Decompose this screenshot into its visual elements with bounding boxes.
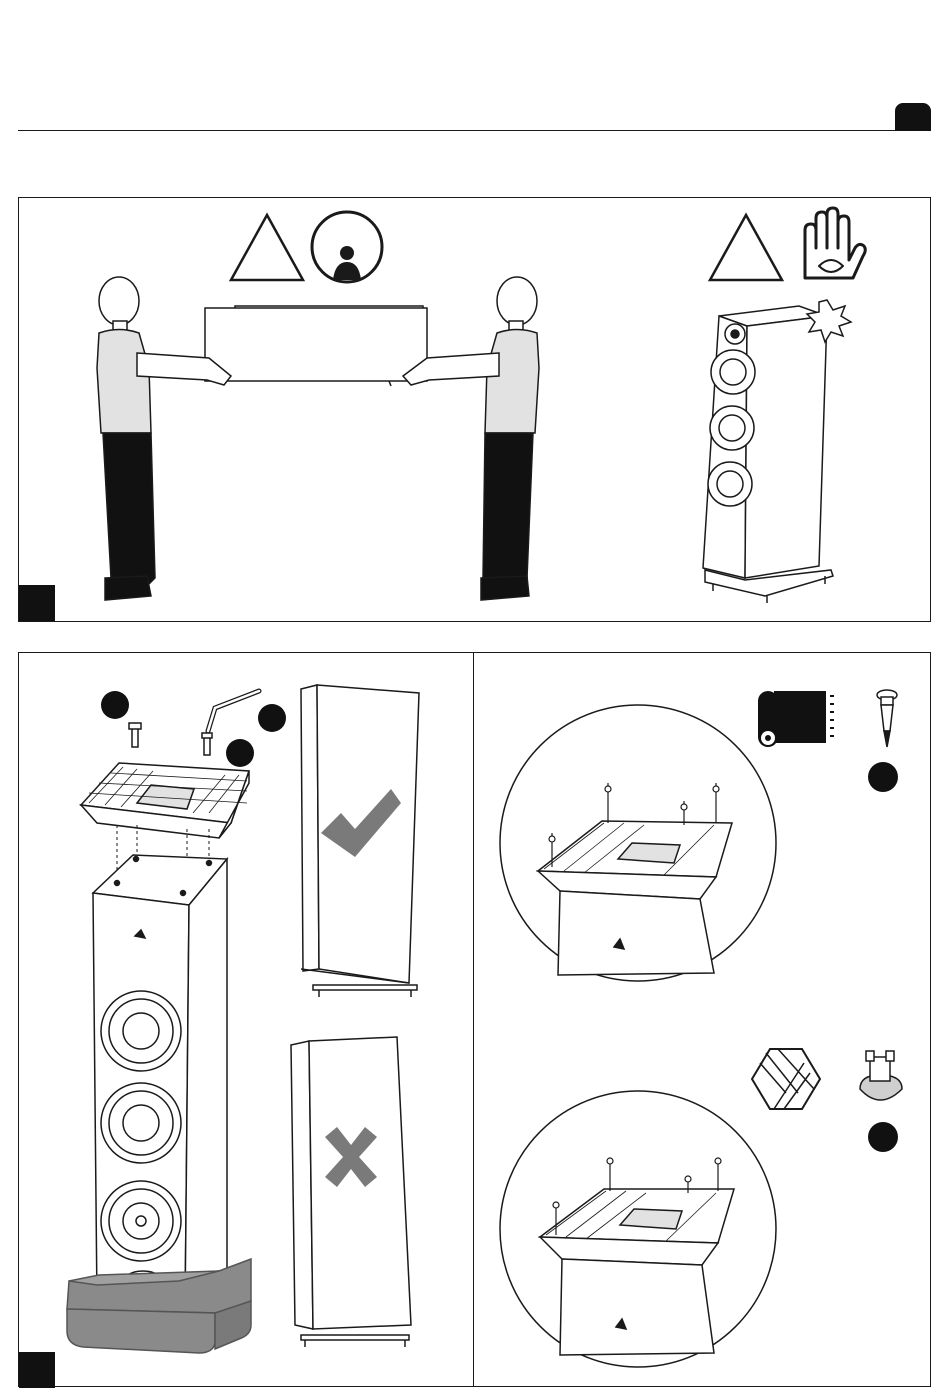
handling-panel	[18, 197, 931, 622]
speaker-box	[205, 306, 427, 386]
hard-floor-detail-circle	[500, 1091, 776, 1367]
base-plinth-top	[81, 763, 249, 838]
speaker-tower	[93, 855, 227, 1313]
carpet-roll-icon	[758, 691, 834, 747]
two-person-lift-icon	[312, 212, 382, 282]
handling-illustration	[19, 198, 930, 621]
floor-options-panel	[473, 652, 931, 1387]
warning-triangle-icon	[231, 215, 303, 280]
spike-icon	[877, 690, 897, 747]
header-rule	[18, 130, 930, 131]
assembly-illustration	[19, 653, 473, 1386]
step-marker-1	[19, 585, 55, 621]
page-number-tab	[895, 103, 931, 131]
callout-c	[226, 739, 254, 767]
incorrect-side-view	[291, 1037, 411, 1347]
callout-b	[258, 704, 286, 732]
callout-d	[868, 762, 898, 792]
step-marker-2	[19, 1352, 55, 1388]
rubber-pad-icon	[860, 1051, 902, 1100]
callout-e	[868, 1122, 898, 1152]
callout-a	[101, 691, 129, 719]
floor-options-illustration	[474, 653, 930, 1386]
base-plinth-bottom	[67, 1259, 251, 1353]
parquet-floor-icon	[752, 1049, 820, 1109]
tower-speaker	[703, 306, 833, 603]
carpet-detail-circle	[500, 705, 776, 981]
hand-no-touch-icon	[805, 208, 865, 278]
assembly-panel	[18, 652, 474, 1387]
warning-triangle-icon	[710, 215, 782, 280]
